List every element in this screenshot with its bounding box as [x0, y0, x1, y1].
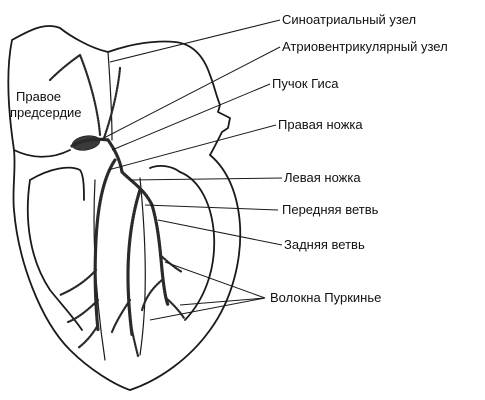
- purkinje-right-3: [76, 323, 100, 350]
- leader-lines: [99, 19, 283, 321]
- interventricular-septum-right: [139, 177, 146, 356]
- leader-purkinje-2: [149, 297, 266, 321]
- heart-top-contour: [107, 40, 231, 156]
- leader-left-bundle: [129, 177, 283, 181]
- purkinje-right-2: [66, 298, 100, 324]
- his-bundle: [106, 138, 124, 174]
- label-right-bundle: Правая ножка: [278, 117, 363, 132]
- anterior-fascicle: [126, 188, 142, 337]
- right-atrium-boundary: [13, 149, 71, 158]
- heart-outline: [7, 25, 242, 391]
- right-bundle-branch: [93, 158, 117, 332]
- purkinje-left-3: [164, 296, 186, 320]
- leader-sinoatrial: [109, 19, 281, 63]
- purkinje-right-1: [58, 268, 98, 297]
- left-ventricle-inner-top: [149, 165, 181, 173]
- conduction-system: [48, 53, 186, 358]
- leader-av-node: [99, 46, 281, 141]
- left-bundle-branch: [120, 170, 154, 207]
- leader-anterior-branch: [144, 204, 279, 211]
- sinoatrial-node: [48, 53, 82, 82]
- leader-posterior-branch: [157, 219, 283, 246]
- label-right-atrium-line2: предсердие: [10, 105, 82, 120]
- av-node-body: [70, 137, 110, 148]
- label-av-node: Атриовентрикулярный узел: [282, 39, 448, 54]
- label-sinoatrial-node: Синоатриальный узел: [282, 12, 416, 27]
- left-ventricle-inner-wall: [179, 171, 216, 321]
- heart-right-contour: [129, 154, 242, 391]
- internodal-path-1: [78, 53, 102, 137]
- right-ventricle-inner-top: [29, 166, 85, 201]
- septum-line: [107, 51, 113, 141]
- leader-purkinje-1: [164, 261, 266, 299]
- leader-purkinje-3: [179, 297, 266, 306]
- leader-right-bundle: [107, 124, 277, 171]
- purkinje-left-2: [140, 278, 164, 312]
- purkinje-mid-1: [110, 298, 132, 334]
- right-ventricle-inner-wall: [26, 179, 83, 331]
- label-left-bundle: Левая ножка: [284, 170, 361, 185]
- leader-his-bundle: [111, 83, 271, 151]
- label-anterior-branch: Передняя ветвь: [282, 202, 379, 217]
- label-right-atrium-line1: Правое: [16, 89, 61, 104]
- label-his-bundle: Пучок Гиса: [272, 76, 339, 91]
- internodal-path-2: [102, 66, 122, 140]
- heart-left-contour: [7, 25, 131, 391]
- label-posterior-branch: Задняя ветвь: [284, 237, 365, 252]
- purkinje-mid-2: [130, 328, 140, 358]
- label-purkinje-fibers: Волокна Пуркинье: [270, 290, 381, 305]
- labels: Синоатриальный узел Атриовентрикулярный …: [10, 12, 448, 305]
